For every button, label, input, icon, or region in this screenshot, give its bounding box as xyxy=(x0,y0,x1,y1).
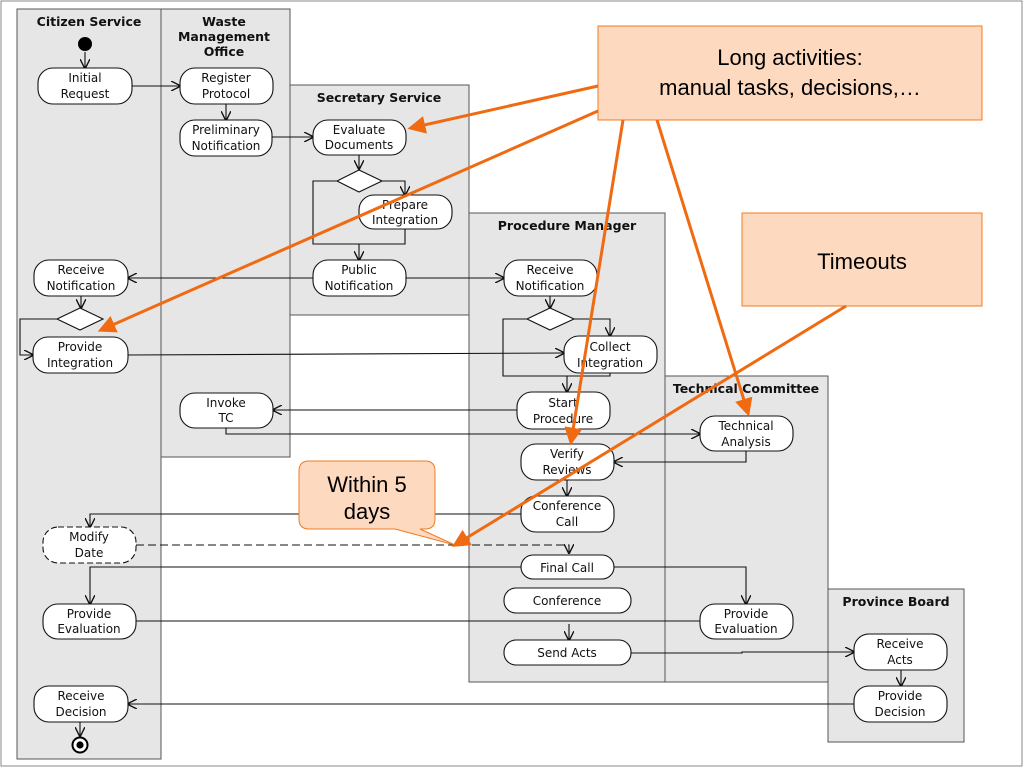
activity-receive-decision[interactable]: Receive Decision xyxy=(33,685,129,723)
svg-text:Integration: Integration xyxy=(47,356,113,370)
svg-text:Conference: Conference xyxy=(533,499,602,513)
activity-modify-date[interactable]: Modify Date xyxy=(42,526,137,564)
svg-text:Receive: Receive xyxy=(58,263,105,277)
svg-text:Receive: Receive xyxy=(58,689,105,703)
lane-title-secretary: Secretary Service xyxy=(317,90,442,105)
svg-text:Notification: Notification xyxy=(516,279,585,293)
activity-collect-integration[interactable]: Collect Integration xyxy=(563,335,658,374)
svg-text:Start: Start xyxy=(548,396,578,410)
activity-receive-notification-citizen[interactable]: Receive Notification xyxy=(33,259,129,297)
callout-pointer-arrows xyxy=(97,84,847,547)
activity-verify-reviews[interactable]: Verify Reviews xyxy=(520,443,615,481)
activity-evaluate-documents[interactable]: Evaluate Documents xyxy=(312,119,407,156)
svg-text:Request: Request xyxy=(61,87,110,101)
lane-title-procedure: Procedure Manager xyxy=(498,218,637,233)
svg-text:Final Call: Final Call xyxy=(540,561,594,575)
svg-text:Provide: Provide xyxy=(58,340,102,354)
activity-receive-notification-pm[interactable]: Receive Notification xyxy=(503,259,598,297)
svg-text:Call: Call xyxy=(556,515,578,529)
svg-text:Notification: Notification xyxy=(325,279,394,293)
svg-text:Evaluation: Evaluation xyxy=(57,622,120,636)
svg-text:Collect: Collect xyxy=(589,340,630,354)
lane-title-waste-1: Waste xyxy=(202,14,246,29)
svg-text:Provide: Provide xyxy=(67,607,111,621)
lane-title-province: Province Board xyxy=(842,594,949,609)
svg-text:Initial: Initial xyxy=(68,71,101,85)
svg-text:Date: Date xyxy=(75,546,104,560)
svg-text:Evaluation: Evaluation xyxy=(714,622,777,636)
svg-text:Long activities:: Long activities: xyxy=(717,45,863,70)
svg-text:Integration: Integration xyxy=(577,356,643,370)
start-node-icon xyxy=(78,37,92,51)
lane-title-waste-2: Management xyxy=(178,29,270,44)
activity-invoke-tc[interactable]: Invoke TC xyxy=(179,392,274,429)
svg-text:Preliminary: Preliminary xyxy=(192,123,260,137)
activity-conference[interactable]: Conference xyxy=(503,587,632,614)
activity-provide-decision[interactable]: Provide Decision xyxy=(853,685,948,723)
callout-long-activities: Long activities: manual tasks, decisions… xyxy=(597,25,983,121)
svg-text:Evaluate: Evaluate xyxy=(333,123,385,137)
lane-title-technical: Technical Committee xyxy=(673,381,819,396)
callout-timeouts: Timeouts xyxy=(741,212,983,307)
svg-text:Decision: Decision xyxy=(874,705,925,719)
activity-receive-acts[interactable]: Receive Acts xyxy=(853,633,948,671)
activity-final-call[interactable]: Final Call xyxy=(520,554,615,580)
svg-text:Notification: Notification xyxy=(192,139,261,153)
svg-text:Receive: Receive xyxy=(877,637,924,651)
svg-text:Conference: Conference xyxy=(533,594,602,608)
activity-provide-evaluation-tc[interactable]: Provide Evaluation xyxy=(699,603,794,640)
activity-conference-call[interactable]: Conference Call xyxy=(520,495,615,533)
activity-prepare-integration[interactable]: Prepare Integration xyxy=(358,194,453,230)
decision-diamond-icon xyxy=(335,169,384,193)
lane-citizen-service: Citizen Service xyxy=(16,8,162,760)
svg-text:Procedure: Procedure xyxy=(533,412,593,426)
svg-text:Acts: Acts xyxy=(887,653,913,667)
svg-text:days: days xyxy=(344,499,390,524)
svg-text:Within 5: Within 5 xyxy=(327,472,406,497)
svg-text:Technical: Technical xyxy=(717,419,773,433)
activity-send-acts[interactable]: Send Acts xyxy=(503,639,632,666)
svg-text:Receive: Receive xyxy=(527,263,574,277)
svg-text:Invoke: Invoke xyxy=(206,396,246,410)
svg-text:Integration: Integration xyxy=(372,213,438,227)
activity-initial-request[interactable]: Initial Request xyxy=(37,67,133,105)
activity-provide-evaluation-citizen[interactable]: Provide Evaluation xyxy=(42,603,137,640)
svg-text:Send Acts: Send Acts xyxy=(537,646,597,660)
end-node-icon xyxy=(71,736,89,754)
svg-text:Provide: Provide xyxy=(878,689,922,703)
svg-text:Documents: Documents xyxy=(325,138,393,152)
svg-text:manual tasks, decisions,…: manual tasks, decisions,… xyxy=(659,75,921,100)
svg-text:Decision: Decision xyxy=(55,705,106,719)
activity-technical-analysis[interactable]: Technical Analysis xyxy=(699,415,794,452)
svg-text:Timeouts: Timeouts xyxy=(817,249,907,274)
lane-title-citizen: Citizen Service xyxy=(37,14,142,29)
activity-provide-integration[interactable]: Provide Integration xyxy=(32,336,129,374)
svg-text:Verify: Verify xyxy=(550,447,584,461)
svg-text:Reviews: Reviews xyxy=(542,463,591,477)
svg-text:Public: Public xyxy=(341,263,377,277)
activity-public-notification[interactable]: Public Notification xyxy=(312,259,407,297)
decision-diamond-icon xyxy=(525,307,576,331)
svg-text:Register: Register xyxy=(201,71,250,85)
svg-text:Notification: Notification xyxy=(47,279,116,293)
flow-lines xyxy=(19,52,901,736)
activity-register-protocol[interactable]: Register Protocol xyxy=(179,67,274,105)
svg-text:Prepare: Prepare xyxy=(382,198,428,212)
svg-text:Provide: Provide xyxy=(724,607,768,621)
activity-preliminary-notification[interactable]: Preliminary Notification xyxy=(179,119,273,157)
svg-text:TC: TC xyxy=(217,411,233,425)
svg-text:Modify: Modify xyxy=(69,530,109,544)
callout-within-5-days: Within 5 days xyxy=(298,460,456,546)
svg-text:Analysis: Analysis xyxy=(721,435,770,449)
lane-title-waste-3: Office xyxy=(204,44,244,59)
svg-text:Protocol: Protocol xyxy=(202,87,250,101)
activity-start-procedure[interactable]: Start Procedure xyxy=(516,391,611,430)
